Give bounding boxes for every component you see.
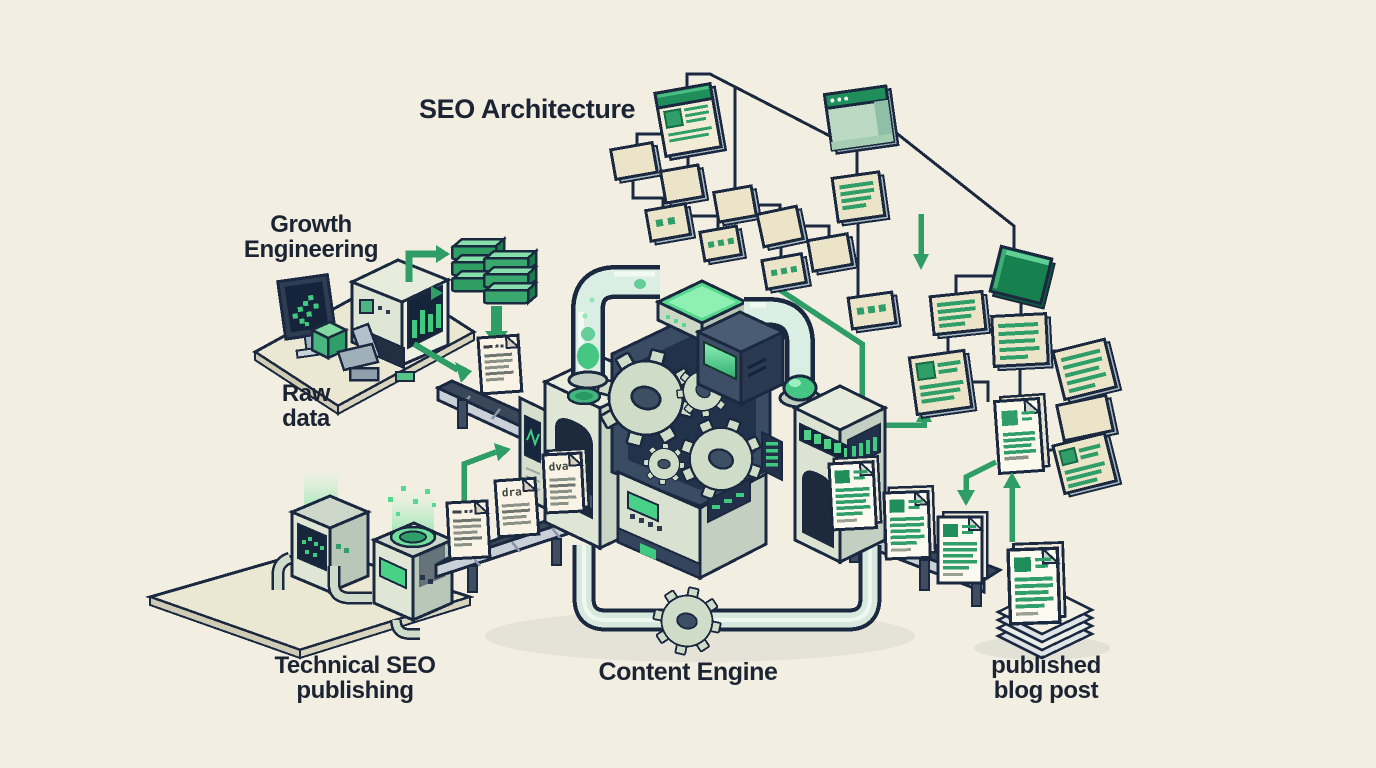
arrow-down-icon [957, 490, 975, 506]
label-text: published [991, 652, 1101, 679]
tech-arrow [461, 443, 511, 506]
tree-node [711, 184, 763, 227]
robot-arm-icon [336, 322, 415, 382]
tree-node-thumb-card [907, 348, 978, 420]
feedback-arrows [957, 459, 1021, 542]
label-published-blog-post: published blog post [960, 652, 1132, 704]
published-blog-document-icon [1006, 540, 1068, 626]
tree-node-blog-document [992, 392, 1051, 476]
technical-seo-station [145, 443, 511, 660]
label-content-engine: Content Engine [588, 659, 788, 685]
label-text: data [282, 404, 330, 432]
label-text: publishing [296, 676, 414, 704]
label-text: Engineering [243, 235, 379, 263]
tree-node-card [990, 312, 1054, 372]
server-stack-icon [450, 236, 540, 306]
label-text: Growth [270, 211, 352, 238]
label-raw-data: Raw data [258, 380, 354, 432]
loop-pipe [572, 545, 882, 662]
green-dome [782, 374, 818, 402]
svg-text:dra: dra [501, 485, 522, 499]
svg-text:dva: dva [548, 460, 569, 474]
arrow-down-icon [913, 254, 929, 270]
blog-document-icon [936, 510, 989, 585]
label-growth-engineering: Growth Engineering [232, 211, 390, 263]
sitemap-tree [608, 72, 1123, 542]
published-blog-stack [974, 540, 1110, 660]
tree-node-card [928, 289, 992, 340]
tree-node-dots [760, 252, 813, 294]
document-icon-draft: dva [541, 447, 591, 515]
tree-node [608, 140, 664, 184]
label-text: SEO Architecture [419, 94, 636, 124]
label-text: blog post [993, 676, 1099, 704]
draft-documents: dra dva [445, 447, 591, 561]
arrow-diagonal-icon [455, 362, 472, 383]
arrow-right-icon [436, 245, 450, 263]
document-icon-draft: dra [493, 476, 541, 539]
tree-node-card [830, 170, 891, 227]
tree-node-green [988, 244, 1056, 310]
head-unit [694, 310, 787, 407]
publishing-machine-2 [327, 521, 456, 640]
chevron-right-icon [431, 286, 443, 300]
tree-node [805, 232, 859, 276]
glass-pipe-left [567, 265, 660, 390]
blog-document-icon [827, 454, 883, 532]
tree-node-browser-home [653, 81, 728, 162]
tree-node-card [1051, 337, 1123, 404]
arrow-up-icon [1003, 472, 1021, 488]
top-hopper [654, 279, 750, 344]
label-seo-architecture: SEO Architecture [419, 94, 636, 124]
label-text: Technical SEO [274, 652, 436, 679]
sparkles [388, 486, 436, 516]
bottom-unit [616, 469, 768, 581]
content-engine-machine [518, 265, 889, 581]
tree-node [658, 163, 710, 208]
arrow-right-icon [494, 443, 511, 461]
monitor-icon [276, 272, 338, 359]
label-text: Raw [281, 380, 331, 407]
blog-document-icon [882, 484, 937, 561]
publishing-machine-1 [271, 494, 372, 595]
tree-node-dots [643, 202, 697, 246]
document-icon-raw [476, 333, 524, 396]
tree-node-dots [846, 290, 902, 334]
growth-engineering-station [252, 236, 540, 416]
label-technical-seo-publishing: Technical SEO publishing [256, 652, 454, 704]
tree-node-browser-window [822, 84, 900, 155]
label-text: Content Engine [598, 658, 778, 686]
document-icon [445, 499, 492, 561]
tree-node-thumb-card [1051, 431, 1123, 498]
glass-pipe-right [744, 297, 822, 409]
tree-node [755, 204, 810, 252]
tree-node-dots [698, 224, 748, 266]
